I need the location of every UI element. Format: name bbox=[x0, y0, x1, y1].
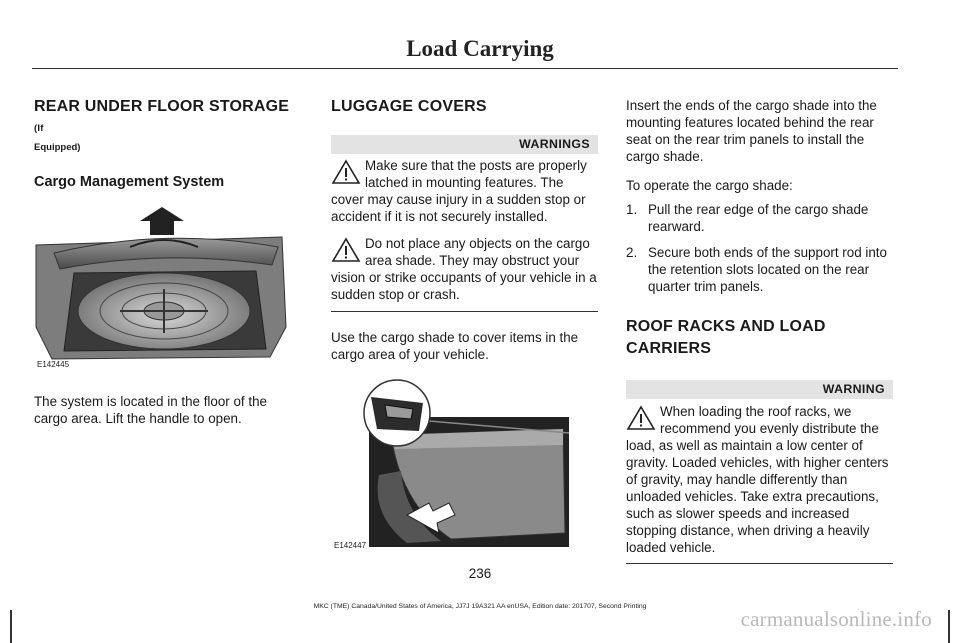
figure-id: E142447 bbox=[334, 541, 367, 550]
warning-triangle-icon bbox=[626, 405, 656, 430]
body-text-install-shade: Insert the ends of the cargo shade into … bbox=[626, 98, 877, 164]
warning-header: WARNING bbox=[626, 380, 893, 399]
column-1: REAR UNDER FLOOR STORAGE (If Equipped) C… bbox=[34, 97, 301, 427]
warning-bottom-rule bbox=[626, 563, 893, 564]
warnings-header: WARNINGS bbox=[331, 135, 598, 154]
watermark: carmanualsonline.info bbox=[740, 607, 932, 631]
figure-luggage-cover: E142447 bbox=[331, 375, 598, 555]
column-2: LUGGAGE COVERS WARNINGS Make sure that t… bbox=[331, 97, 598, 555]
crop-mark bbox=[10, 610, 12, 643]
body-text-operate: To operate the cargo shade: bbox=[626, 178, 793, 193]
column-3: Insert the ends of the cargo shade into … bbox=[626, 97, 893, 564]
heading-equipped-note: Equipped) bbox=[34, 142, 81, 153]
warnings-bottom-rule bbox=[331, 311, 598, 312]
figure-cargo-management: E142445 bbox=[34, 207, 294, 375]
subheading-cargo-management: Cargo Management System bbox=[34, 174, 225, 190]
figure-id: E142445 bbox=[37, 360, 70, 369]
footer-edition: MKC (TME) Canada/United States of Americ… bbox=[313, 603, 647, 610]
list-item: 1.Pull the rear edge of the cargo shade … bbox=[626, 202, 869, 234]
page-number: 236 bbox=[468, 566, 492, 581]
steps-list: 1.Pull the rear edge of the cargo shade … bbox=[626, 201, 893, 295]
list-item: 2.Secure both ends of the support rod in… bbox=[626, 245, 887, 294]
cargo-floor-illustration bbox=[35, 207, 287, 360]
body-text-cargo-shade: Use the cargo shade to cover items in th… bbox=[331, 330, 579, 362]
cargo-shade-illustration bbox=[363, 379, 570, 547]
section-heading-luggage-covers: LUGGAGE COVERS bbox=[331, 98, 487, 115]
warning-triangle-icon bbox=[331, 159, 361, 184]
header-rule bbox=[32, 68, 898, 69]
section-heading-rear-storage: REAR UNDER FLOOR STORAGE (If bbox=[34, 98, 290, 134]
crop-mark bbox=[948, 610, 950, 643]
warning-item-roof: When loading the roof racks, we recommen… bbox=[626, 404, 889, 555]
pull-arrow-icon bbox=[405, 502, 456, 534]
warning-item-1: Make sure that the posts are properly la… bbox=[331, 158, 587, 224]
warning-item-2: Do not place any objects on the cargo ar… bbox=[331, 236, 597, 302]
page-header-title: Load Carrying bbox=[406, 36, 554, 61]
warning-triangle-icon bbox=[331, 237, 361, 262]
body-text-storage: The system is located in the floor of th… bbox=[34, 394, 267, 426]
lift-arrow-icon bbox=[140, 207, 184, 235]
